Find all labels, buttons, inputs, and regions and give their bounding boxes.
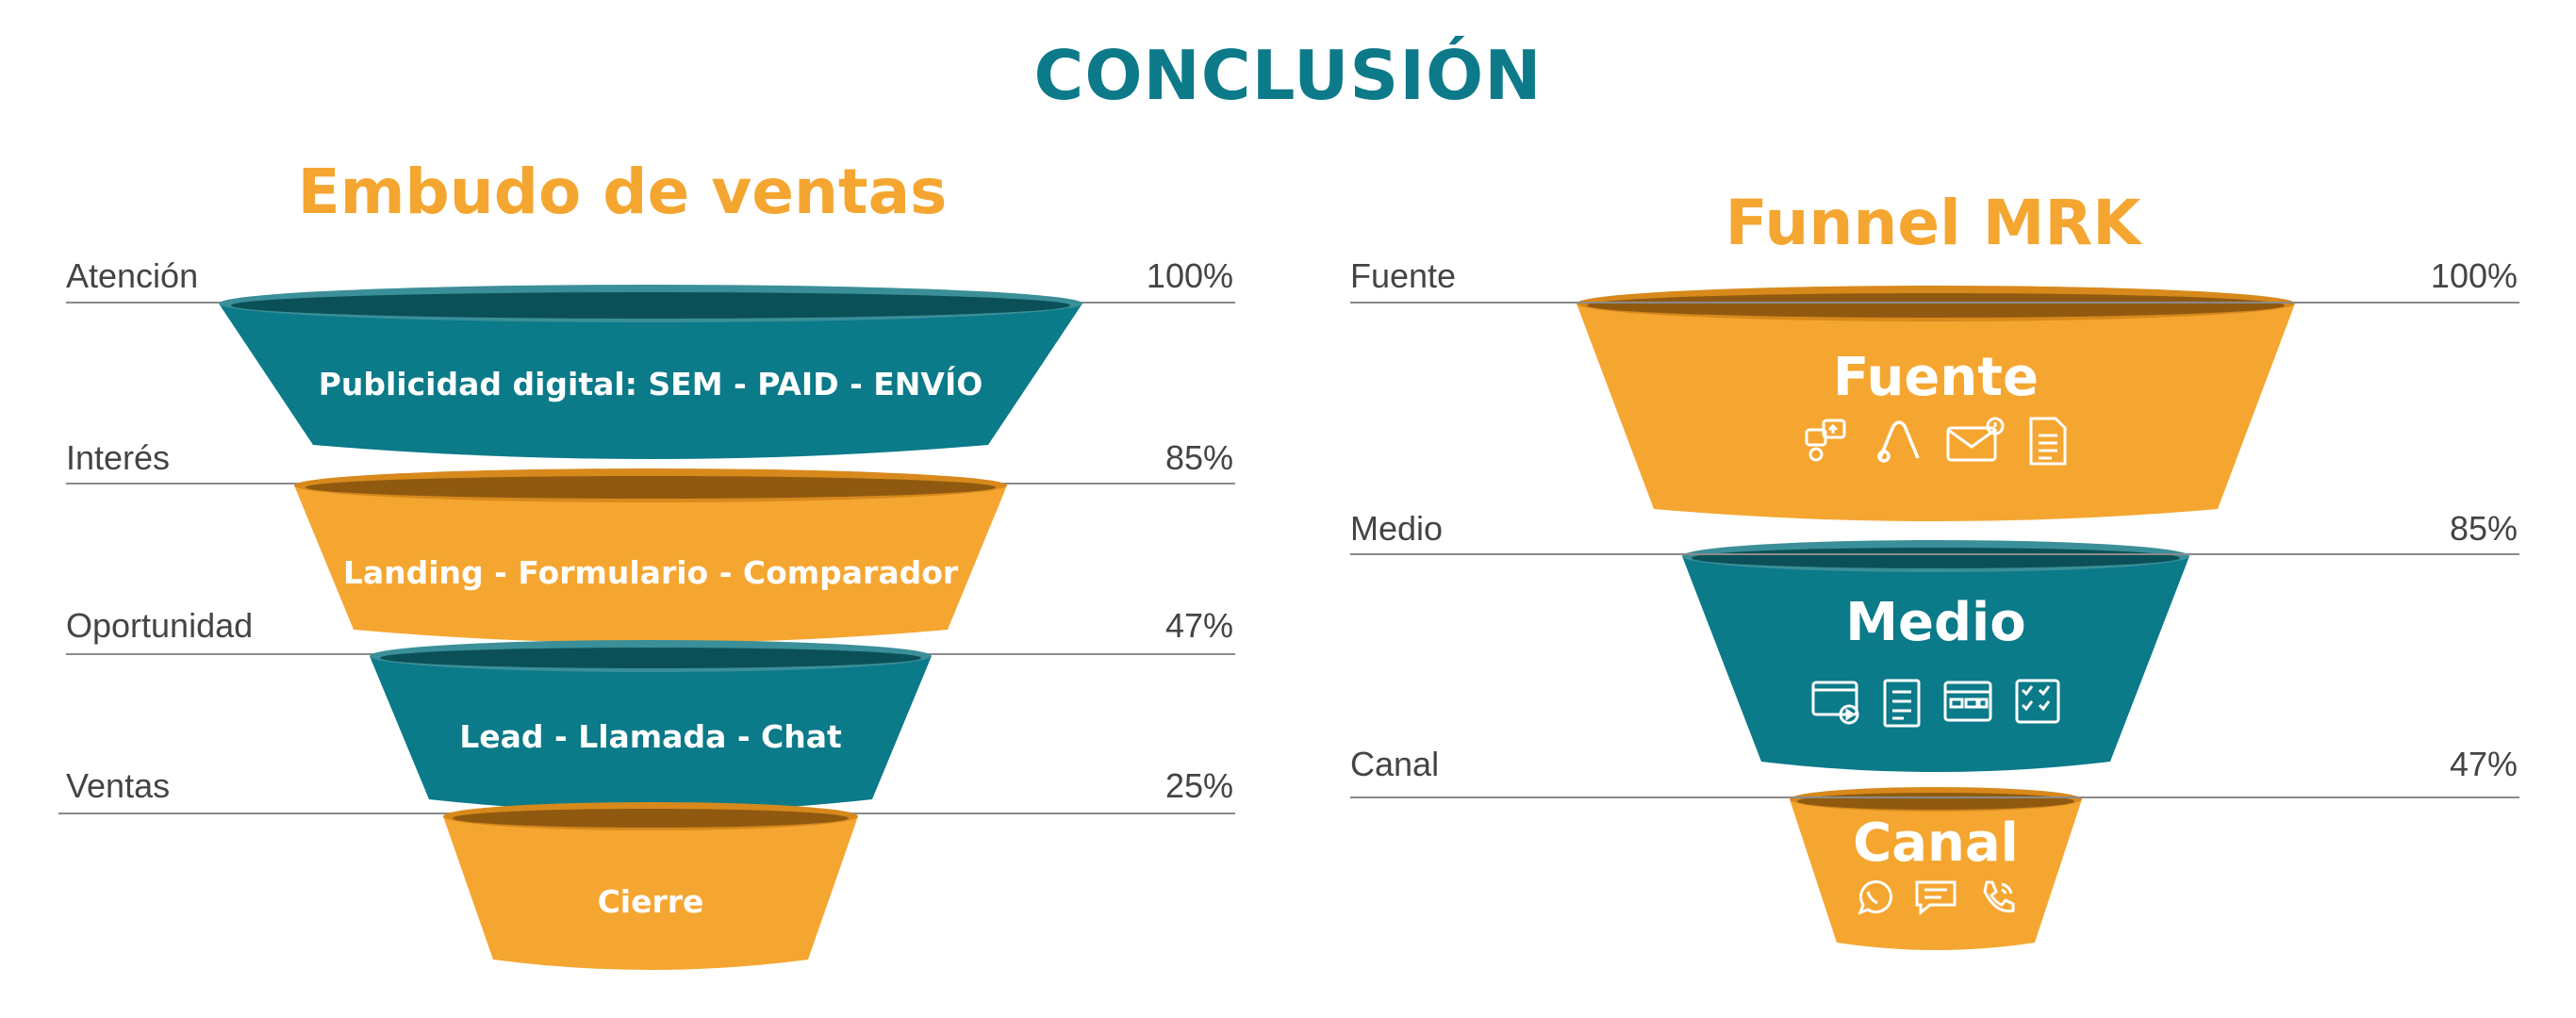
social-media-icon [1805,419,1846,462]
right-heading: Funnel MRK [1725,187,2141,259]
right-stage-1-shape [1577,286,2295,521]
level-percent: 25% [1164,766,1233,805]
left-stage-2-shape [294,468,1007,643]
level-percent: 47% [2449,745,2518,783]
level-label: Fuente [1350,256,1457,295]
level-label: Atención [66,256,199,295]
level-label: Interés [66,438,171,477]
webpage-icon [1943,681,1992,722]
right-stage-1-icons [1766,415,2105,468]
right-rule-1 [1350,302,2519,304]
right-stage-3-icons [1823,877,2049,918]
right-stage-2-shape [1682,540,2189,772]
left-stage-3-shape [370,640,932,812]
ads-icon [1877,420,1920,463]
video-ad-icon [1811,681,1859,725]
right-stage-2-icons [1766,677,2105,730]
level-label: Canal [1350,745,1440,783]
left-stage-1-shape [219,285,1082,459]
right-stage-2-label: Medio [1845,592,2026,653]
chat-icon [1915,880,1957,916]
whatsapp-icon [1858,880,1892,915]
document-icon [1883,679,1921,728]
left-stage-4-label: Cierre [597,883,704,920]
level-label: Oportunidad [66,606,254,645]
right-rule-2 [1350,553,2519,555]
phone-icon [1983,880,2015,913]
form-icon [2029,417,2067,466]
right-stage-1-label: Fuente [1833,347,2039,408]
level-percent: 85% [1164,438,1233,477]
email-icon [1946,417,2005,462]
right-stage-3-label: Canal [1853,813,2019,874]
left-stage-1-label: Publicidad digital: SEM - PAID - ENVÍO [318,366,983,402]
left-stage-3-label: Lead - Llamada - Chat [459,718,842,755]
page-title: CONCLUSIÓN [1033,36,1543,115]
level-percent: 85% [2449,509,2518,548]
level-label: Ventas [66,766,171,805]
left-stage-4-shape [443,802,858,970]
right-rule-3 [1350,796,2519,798]
level-percent: 100% [2430,256,2518,295]
level-percent: 100% [1146,256,1233,295]
level-percent: 47% [1164,606,1233,645]
level-label: Medio [1350,509,1444,548]
checklist-icon [2015,679,2060,724]
left-stage-2-label: Landing - Formulario - Comparador [342,554,959,591]
left-heading: Embudo de ventas [297,156,948,228]
